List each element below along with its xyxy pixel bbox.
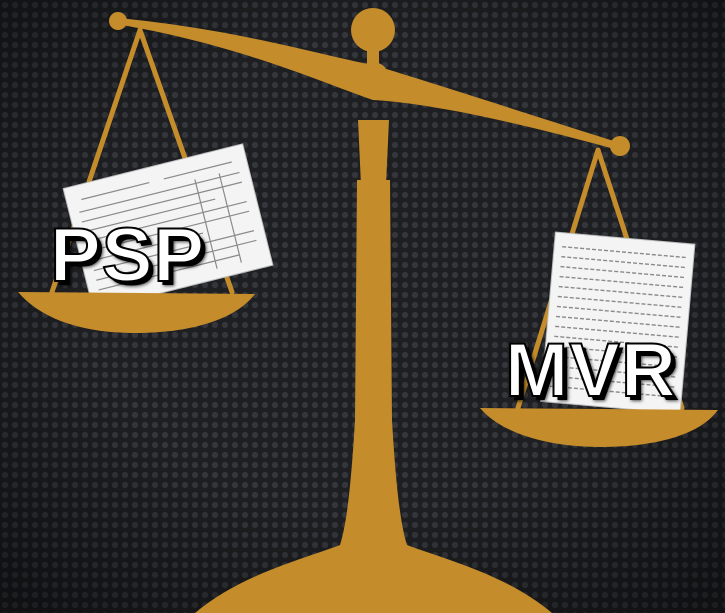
scale-column	[358, 120, 389, 185]
balance-scale-icon	[109, 8, 630, 613]
beam-pivot	[357, 62, 389, 94]
document-icon	[62, 143, 274, 311]
document-icon	[540, 231, 696, 415]
right-pan	[480, 408, 718, 447]
beam-right-knob	[610, 136, 630, 156]
scale-base	[195, 180, 552, 613]
left-pan	[18, 292, 255, 333]
psp-label: PSP	[49, 213, 206, 298]
scale-finial	[351, 8, 395, 52]
beam-left-knob	[109, 12, 127, 30]
mvr-label: MVR	[504, 328, 677, 413]
